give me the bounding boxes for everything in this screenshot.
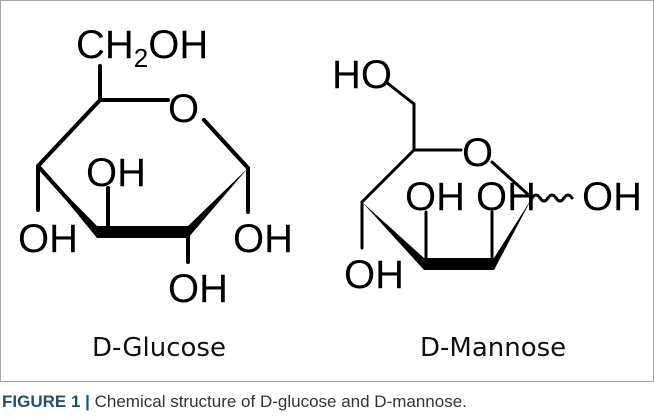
mannose-oh-bottom: OH: [344, 253, 404, 297]
mannose-ring-oxygen: O: [462, 131, 493, 175]
glucose-bold-c3-c2: [97, 226, 188, 238]
glucose-ring-oxygen: O: [168, 87, 199, 131]
glucose-oh-right: OH: [233, 217, 293, 261]
mannose-wedge-c2-c1: [494, 198, 532, 270]
mannose-oh-1: OH: [405, 175, 465, 219]
glucose-bond-c5-c4: [36, 98, 102, 168]
glucose-oh-left: OH: [18, 217, 78, 261]
structures-canvas: CH2OH O OH OH OH OH D-Glucose HO O OH OH…: [18, 23, 642, 363]
mannose-bond-c5-c4: [360, 148, 416, 204]
glucose-wedge-c4-c3: [38, 166, 97, 238]
caption-label: FIGURE 1 |: [2, 392, 90, 411]
mannose-ho-label: HO: [332, 53, 392, 97]
caption-text: Chemical structure of D-glucose and D-ma…: [89, 392, 467, 411]
mannose-bond-o-c1: [490, 160, 534, 200]
glucose-ch2oh-label: CH2OH: [76, 23, 208, 73]
mannose-wedge-c4-c3: [362, 202, 424, 270]
glucose-structure: CH2OH O OH OH OH OH D-Glucose: [18, 23, 293, 363]
glucose-bond-o-c1: [202, 118, 250, 170]
glucose-oh-top: OH: [86, 151, 146, 195]
glucose-name: D-Glucose: [92, 333, 226, 363]
mannose-structure: HO O OH OH OH OH D-Mannose: [332, 53, 642, 363]
mannose-oh-anomeric: OH: [582, 175, 642, 219]
figure-caption: FIGURE 1 | Chemical structure of D-gluco…: [2, 392, 467, 412]
mannose-bond-ho-c6: [384, 80, 416, 106]
mannose-wavy-bond: [530, 193, 574, 203]
mannose-oh-2: OH: [476, 175, 536, 219]
mannose-bold-c3-c2: [424, 258, 494, 270]
mannose-name: D-Mannose: [420, 333, 566, 363]
glucose-oh-bottom: OH: [168, 267, 228, 311]
glucose-wedge-c2-c1: [188, 168, 248, 238]
